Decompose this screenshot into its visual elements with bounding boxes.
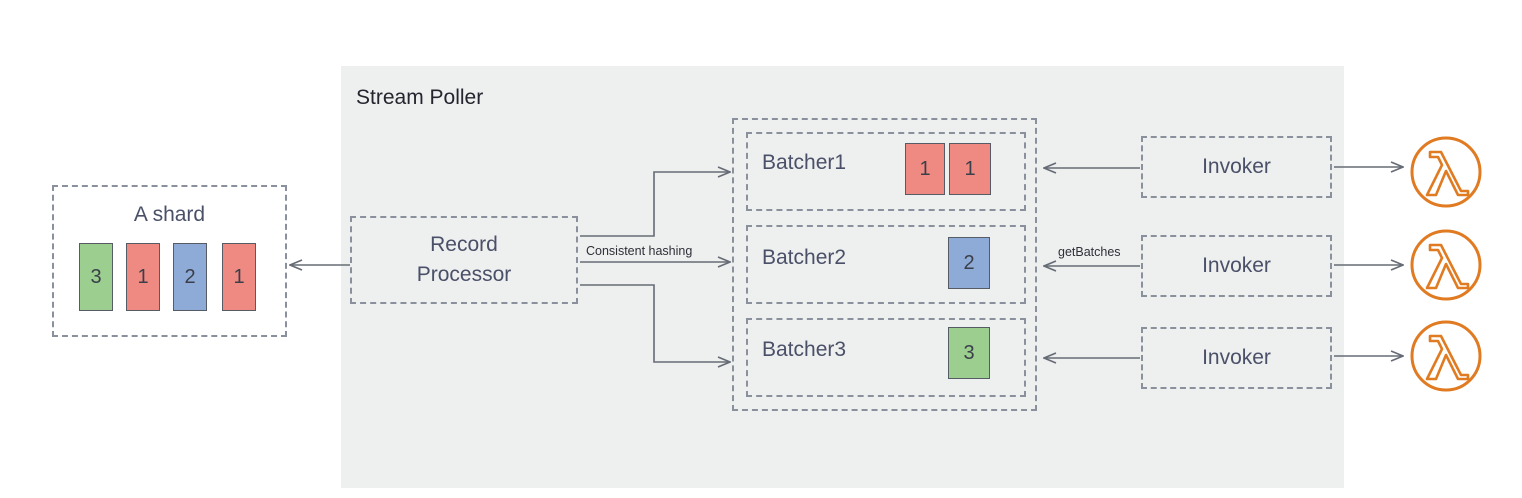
invoker-label-3: Invoker [1202, 346, 1271, 369]
batcher-box-2 [746, 225, 1026, 304]
record-processor-label-line1: Record [430, 233, 498, 256]
arrow-processor-to-batcher3 [580, 284, 730, 362]
stream-poller-title: Stream Poller [356, 86, 484, 109]
batcher-record: 3 [948, 327, 990, 379]
batcher-label-1: Batcher1 [762, 151, 847, 174]
get-batches-label: getBatches [1058, 245, 1121, 259]
invoker-label-2: Invoker [1202, 254, 1271, 277]
record-processor-label-line2: Processor [416, 263, 512, 286]
batcher-record: 1 [949, 143, 991, 195]
arrow-processor-to-batcher1 [580, 172, 730, 237]
record-processor-box: Record Processor [350, 216, 578, 304]
shard-record: 2 [173, 243, 207, 311]
batcher-box-3 [746, 318, 1026, 397]
batcher-label-2: Batcher2 [762, 246, 847, 269]
shard-record: 1 [222, 243, 256, 311]
batcher-record: 2 [948, 237, 990, 289]
lambda-icon [1410, 229, 1482, 301]
shard-record: 3 [79, 243, 113, 311]
lambda-icon [1410, 136, 1482, 208]
invoker-box-1: Invoker [1141, 136, 1332, 198]
batcher-label-3: Batcher3 [762, 338, 847, 361]
invoker-label-1: Invoker [1202, 155, 1271, 178]
shard-record: 1 [126, 243, 160, 311]
batchers-group [732, 118, 1037, 411]
batcher-record: 1 [905, 143, 945, 195]
batcher-box-1 [746, 132, 1026, 211]
invoker-box-3: Invoker [1141, 327, 1332, 389]
lambda-icon [1410, 320, 1482, 392]
invoker-box-2: Invoker [1141, 235, 1332, 297]
consistent-hashing-label: Consistent hashing [586, 244, 693, 258]
shard-title: A shard [133, 203, 206, 226]
